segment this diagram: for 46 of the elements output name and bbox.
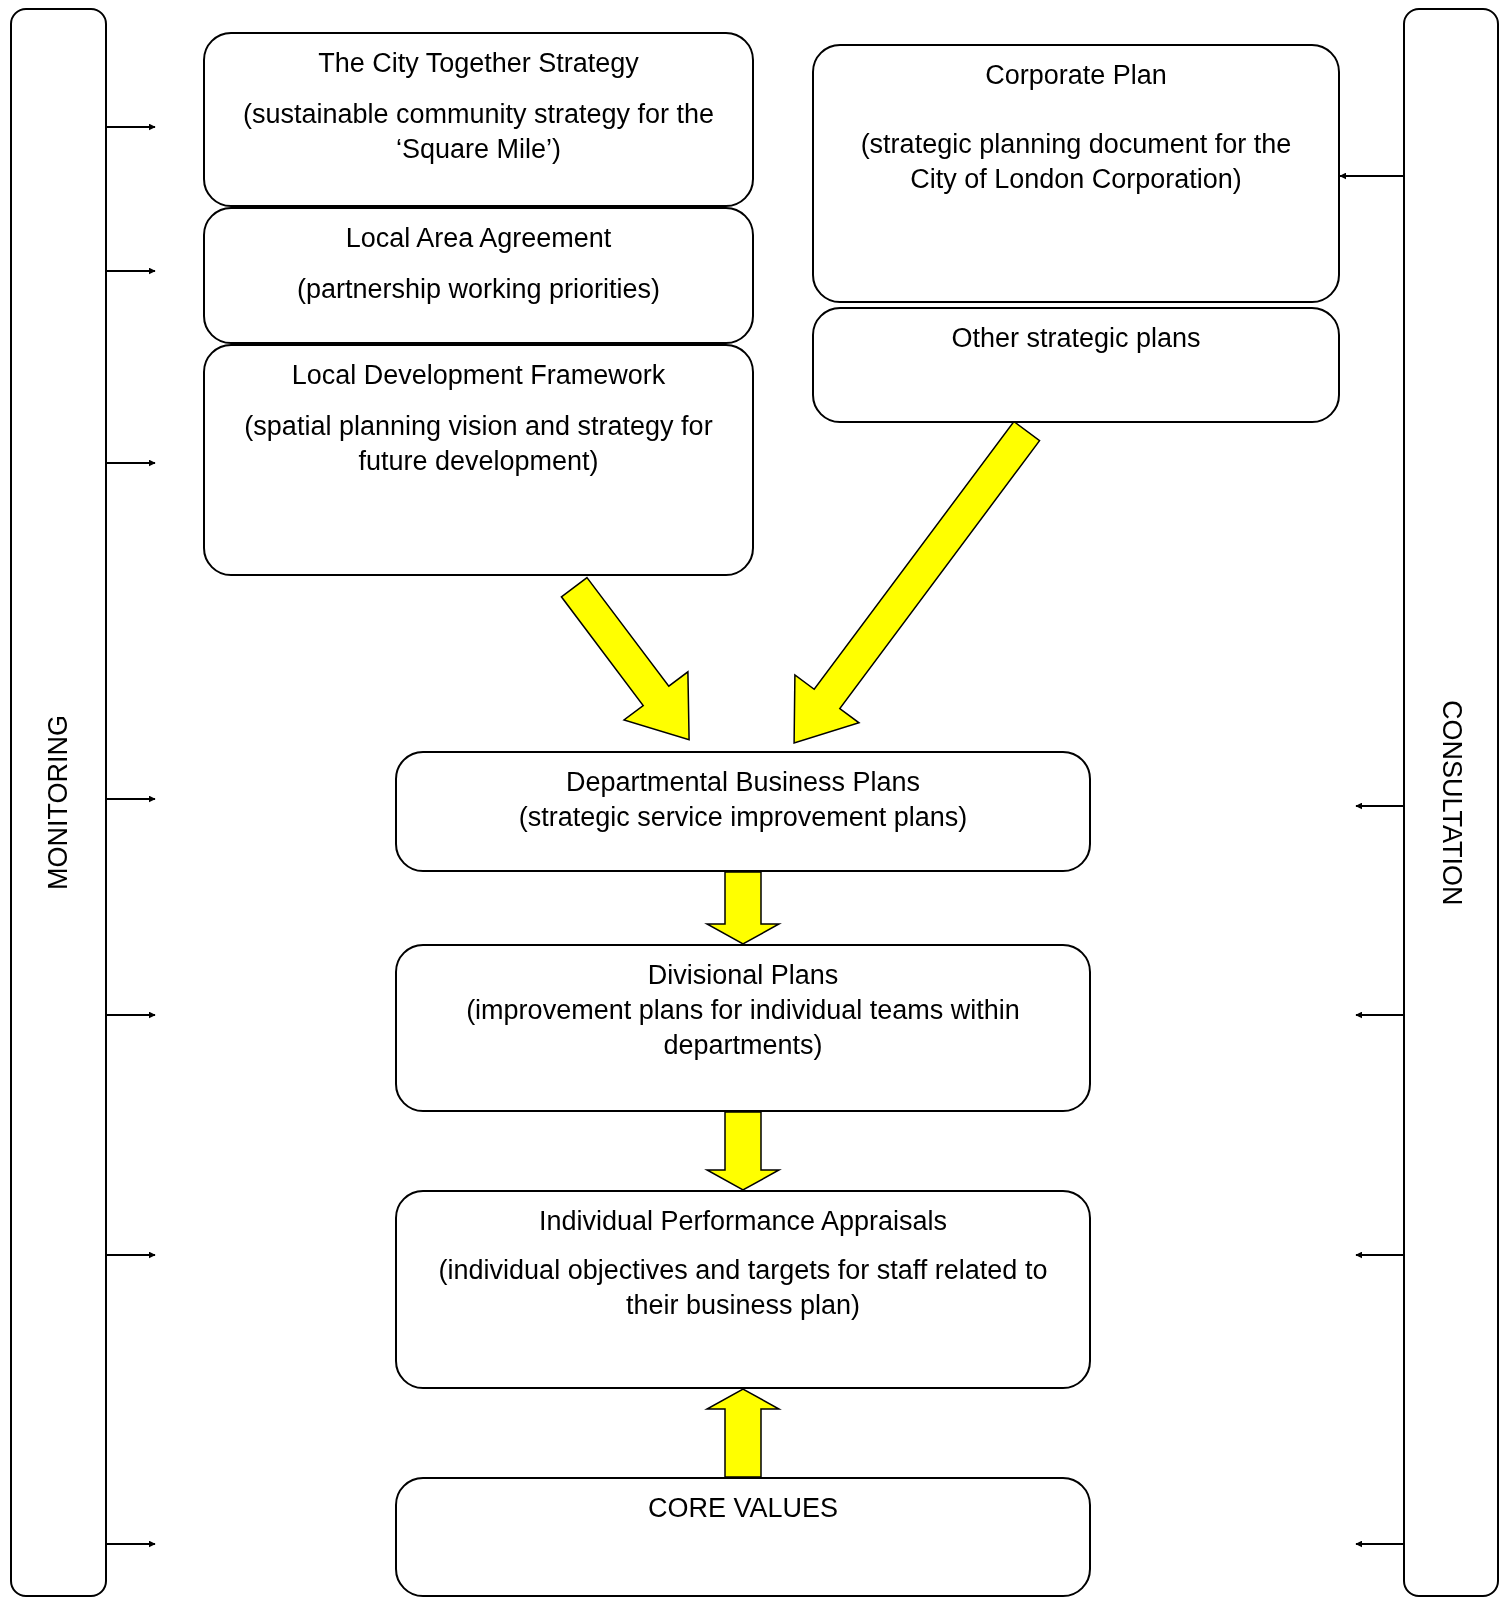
box-description: (improvement plans for individual teams within departments) [465,994,1021,1063]
arrow [1339,172,1404,180]
box-description: (individual objectives and targets for staff related to their business plan) [437,1254,1049,1323]
plan-box [203,344,754,576]
arrow [106,1011,156,1019]
box-title: Divisional Plans [646,959,840,992]
box-title: Individual Performance Appraisals [537,1205,949,1238]
side-label: MONITORING [43,715,74,890]
box-title: Departmental Business Plans [564,766,922,799]
box-title: CORE VALUES [646,1492,840,1525]
block-arrow [704,871,782,945]
arrow [106,795,156,803]
plan-box [395,944,1091,1112]
arrow [106,267,156,275]
box-title: The City Together Strategy [317,47,640,80]
side-bar [10,8,107,1597]
box-description: (partnership working priorities) [295,273,662,307]
plan-box [812,44,1340,303]
block-arrow [793,420,1041,745]
arrow [106,1540,156,1548]
arrow [106,459,156,467]
arrow [1355,1540,1404,1548]
arrow [1355,1251,1404,1259]
block-arrow [704,1388,782,1478]
plan-box [395,1190,1091,1389]
side-bar [1403,8,1499,1597]
side-label: CONSULTATION [1435,699,1467,906]
arrow [106,1251,156,1259]
arrow [1355,1011,1404,1019]
box-description: (sustainable community strategy for the ‘Square Mile’) [241,98,716,167]
box-title: Local Area Agreement [344,222,613,255]
plan-box [812,307,1340,423]
plan-box [203,32,754,207]
block-arrow [704,1111,782,1191]
box-title: Other strategic plans [950,322,1202,355]
plan-box [395,751,1091,872]
box-description: (strategic planning document for the City of London Corporation) [859,128,1293,197]
block-arrow [560,576,690,741]
box-description: (spatial planning vision and strategy for future development) [243,410,714,479]
box-description: (strategic service improvement plans) [517,801,969,835]
box-title: Local Development Framework [290,359,667,392]
plan-box [395,1477,1091,1597]
arrow [106,123,156,131]
plan-box [203,207,754,344]
arrow [1355,802,1404,810]
box-title: Corporate Plan [984,59,1168,92]
